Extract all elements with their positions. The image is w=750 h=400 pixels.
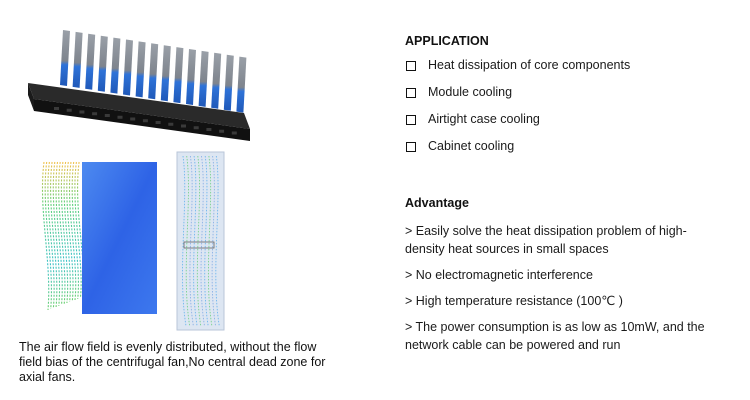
fin-shape [135, 41, 146, 98]
fin-array-image [28, 30, 250, 141]
fin-shape [198, 50, 209, 107]
application-item-label: Heat dissipation of core components [428, 58, 631, 72]
left-column: The air flow field is evenly distributed… [19, 30, 326, 384]
advantage-heading: Advantage [405, 196, 469, 210]
fin-shape [236, 56, 247, 113]
airflow-streamline [58, 161, 66, 305]
airflow-caption: The air flow field is evenly distributed… [19, 340, 326, 384]
fin-shape [223, 54, 234, 111]
base-slot [181, 124, 186, 128]
fin-shape [211, 52, 222, 109]
airflow-streamline [41, 161, 50, 311]
application-item-label: Cabinet cooling [428, 139, 515, 153]
application-item-label: Module cooling [428, 85, 513, 99]
advantage-item: > The power consumption is as low as 10m… [405, 320, 705, 352]
base-slot [66, 108, 72, 112]
base-slot [168, 122, 174, 126]
base-slot [142, 119, 148, 123]
advantage-item: > Easily solve the heat dissipation prob… [405, 224, 687, 256]
checkbox-square-icon [406, 61, 416, 71]
airflow-streamline [44, 161, 52, 310]
fin-shape [186, 49, 196, 105]
base-slot [92, 112, 98, 116]
airflow-streamline [55, 161, 63, 306]
application-list: Heat dissipation of core components Modu… [405, 58, 630, 166]
airflow-streamline [71, 161, 79, 300]
base-slot [206, 128, 212, 131]
application-heading: APPLICATION [405, 34, 489, 48]
checkbox-square-icon [406, 142, 416, 152]
advantage-item: > High temperature resistance (100℃ ) [405, 294, 623, 308]
fin-shape [97, 35, 108, 92]
airflow-streamline [66, 161, 74, 302]
airflow-simulation-image [41, 151, 225, 331]
checkbox-square-icon [406, 88, 416, 98]
airflow-streamline [74, 161, 82, 299]
base-slot [193, 126, 199, 130]
fin-shape [60, 30, 70, 86]
list-item: Module cooling [405, 85, 630, 112]
airflow-streamline [47, 161, 55, 309]
base-slot [130, 117, 136, 121]
base-slot [79, 110, 85, 114]
right-column: APPLICATION Heat dissipation of core com… [405, 0, 745, 400]
application-item-label: Airtight case cooling [428, 112, 540, 126]
base-slot [104, 114, 110, 117]
checkbox-square-icon [406, 115, 416, 125]
airflow-streamline [60, 161, 69, 304]
advantage-list: > Easily solve the heat dissipation prob… [405, 222, 725, 362]
fin-shape [123, 39, 133, 96]
airflow-streamline [77, 161, 85, 298]
list-item: Cabinet cooling [405, 139, 630, 166]
list-item: Airtight case cooling [405, 112, 630, 139]
base-slot [155, 121, 161, 124]
base-slot [231, 131, 237, 135]
fin-shape [148, 43, 159, 100]
fin-shape [85, 33, 96, 90]
fin-shape [110, 37, 121, 94]
fin-shape [72, 31, 83, 88]
base-slot [219, 129, 225, 133]
fin-shape [173, 47, 184, 104]
base-slot [117, 115, 123, 119]
base-slot [54, 107, 59, 110]
fin-shape [160, 45, 171, 102]
list-item: Heat dissipation of core components [405, 58, 630, 85]
advantage-item: > No electromagnetic interference [405, 268, 593, 282]
